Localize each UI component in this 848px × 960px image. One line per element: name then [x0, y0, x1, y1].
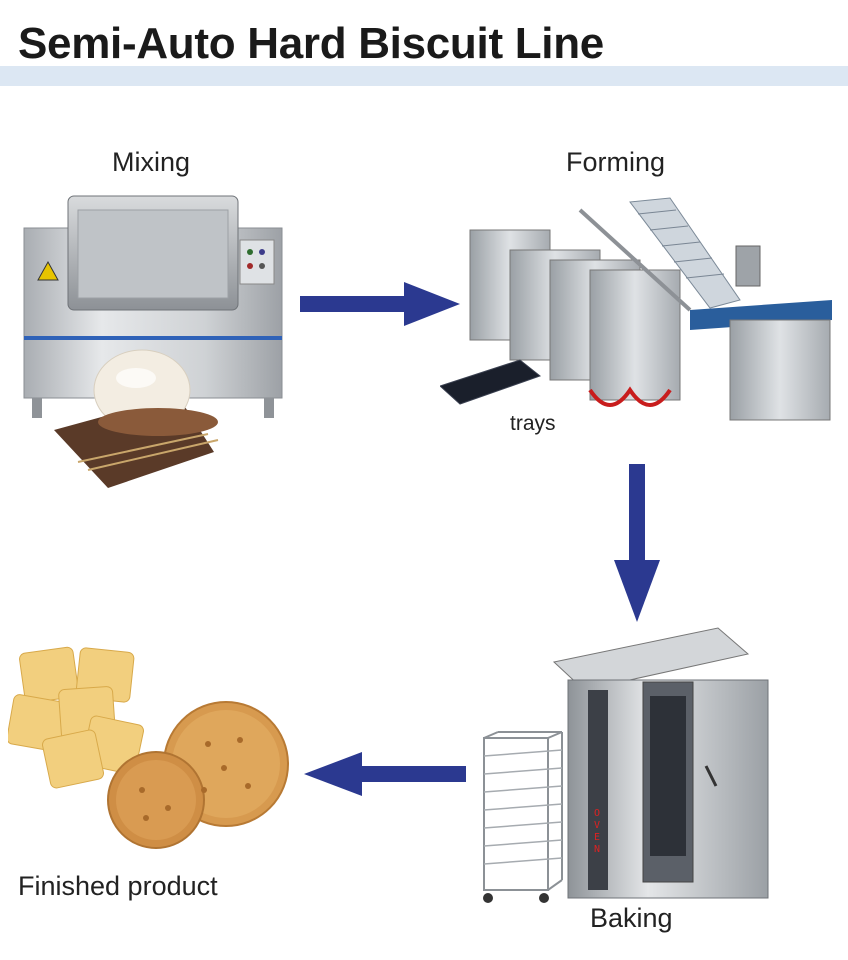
title-underline-band	[0, 66, 848, 86]
finished-product-label: Finished product	[18, 871, 218, 901]
forming-line-image	[440, 190, 832, 430]
arrow-mixing-to-forming	[300, 282, 460, 326]
arrow-forming-to-baking	[614, 464, 660, 622]
arrow-baking-to-finished	[304, 752, 466, 796]
page-title: Semi-Auto Hard Biscuit Line	[18, 19, 604, 68]
trays-label: trays	[510, 412, 556, 435]
dough-mixer-image	[18, 190, 288, 490]
forming-label: Forming	[566, 147, 666, 177]
tray-trolley-image	[476, 730, 568, 906]
finished-biscuits-image	[8, 644, 308, 854]
mixing-label: Mixing	[112, 147, 191, 177]
baking-label: Baking	[590, 903, 673, 933]
